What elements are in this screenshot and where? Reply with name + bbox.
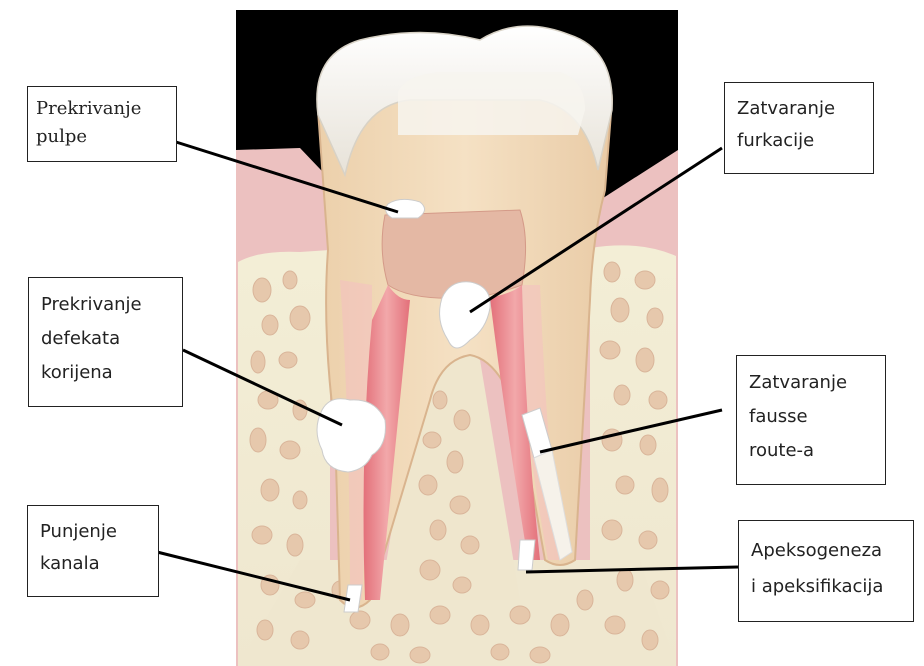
label-apexogenesis: Apeksogeneza i apeksifikacija	[738, 520, 914, 622]
label-root-defect-covering: Prekrivanje defekata korijena	[28, 277, 183, 407]
label-fausse-route-closure: Zatvaranje fausse route-a	[736, 355, 886, 485]
material-apex-right	[518, 540, 535, 570]
label-canal-filling: Punjenje kanala	[27, 505, 159, 597]
label-pulp-capping: Prekrivanje pulpe	[27, 86, 177, 162]
label-furcation-closure: Zatvaranje furkacije	[724, 82, 874, 174]
